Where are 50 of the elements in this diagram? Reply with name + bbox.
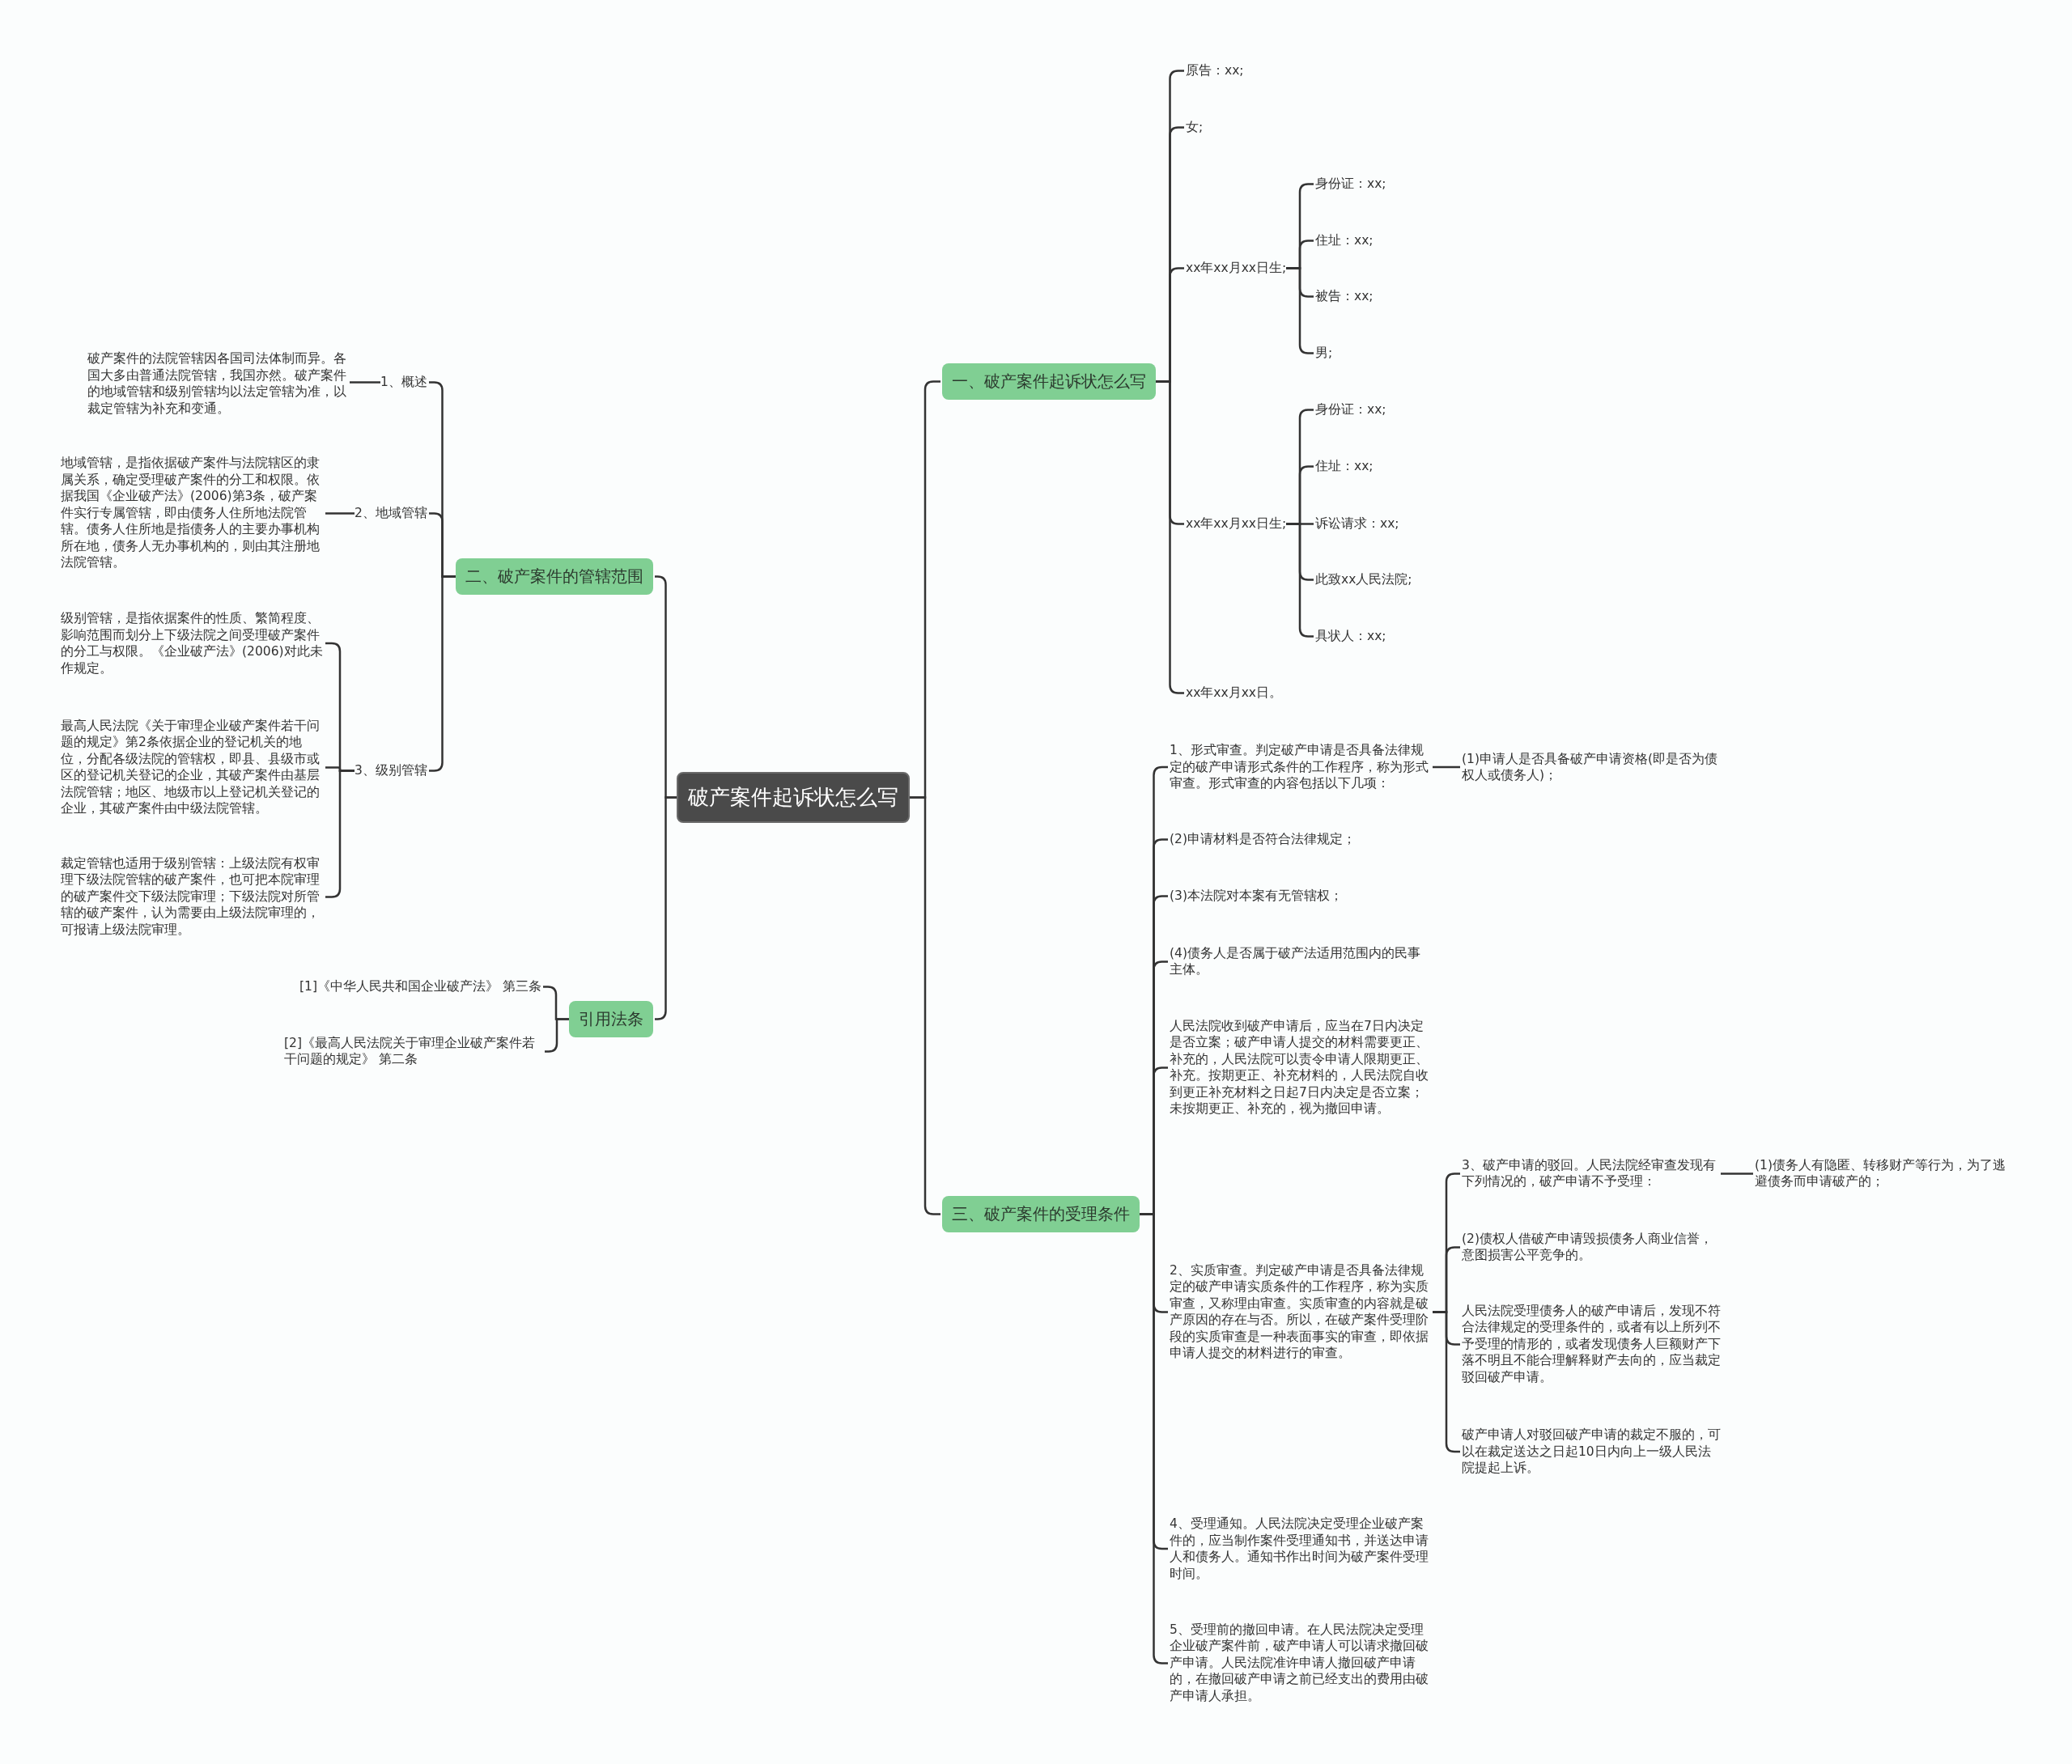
leaf-text: 2、实质审查。判定破产申请是否具备法律规定的破产申请实质条件的工作程序，称为实质审查，又称理由审查。实质审查的内容就是破产原因的存在与否。所以，在破产案件受理阶段的实质审查是一种表面事实的审查，即依据申请人提交的材料进行的审查。 [1170, 1262, 1433, 1362]
connector [1721, 1172, 1753, 1175]
leaf-text: 地域管辖，是指依据破产案件与法院辖区的隶属关系，确定受理破产案件的分工和权限。依据我国《企业破产法》(2006)第3条，破产案件实行专属管辖，即由债务人住所地法院管辖。债务人住所地是指债务人的主要办事机构所在地，债务人无办事机构的，则由其注册地法院管辖。 [61, 455, 324, 571]
leaf-text: 住址：xx; [1315, 457, 1374, 474]
leaf-text: 1、概述 [380, 373, 427, 390]
leaf-text: 诉讼请求：xx; [1315, 515, 1399, 532]
leaf-text: 破产申请人对驳回破产申请的裁定不服的，可以在裁定送达之日起10日内向上一级人民法院提起上诉。 [1462, 1427, 1721, 1477]
leaf-text: (4)债务人是否属于破产法适用范围内的民事主体。 [1170, 944, 1433, 978]
leaf-text: [1]《中华人民共和国企业破产法》 第三条 [299, 977, 541, 994]
leaf-text: (2)申请材料是否符合法律规定； [1170, 830, 1356, 847]
leaf-text: 此致xx人民法院; [1315, 570, 1412, 587]
leaf-text: xx年xx月xx日。 [1186, 684, 1283, 701]
leaf-text: 5、受理前的撤回申请。在人民法院决定受理企业破产案件前，破产申请人可以请求撤回破产申请。人民法院准许申请人撤回破产申请的，在撤回破产申请之前已经支出的费用由破产申请人承担。 [1170, 1621, 1433, 1704]
connector [350, 381, 380, 384]
connector [1156, 380, 1184, 694]
leaf-text: 3、级别管辖 [355, 761, 427, 778]
leaf-text: (3)本法院对本案有无管辖权； [1170, 887, 1343, 904]
branch-box: 一、破产案件起诉状怎么写 [942, 363, 1156, 400]
leaf-text: 男; [1315, 344, 1333, 361]
leaf-text: (1)申请人是否具备破产申请资格(即是否为债权人或债务人)； [1462, 750, 1721, 784]
connector [325, 512, 355, 515]
branch-box: 二、破产案件的管辖范围 [456, 558, 653, 595]
branch-box: 三、破产案件的受理条件 [942, 1195, 1140, 1232]
leaf-text: 最高人民法院《关于审理企业破产案件若干问题的规定》第2条依据企业的登记机关的地位，分配各级法院的管辖权，即县、县级市或区的登记机关登记的企业，其破产案件由基层法院管辖；地区、地级市以上登记机关登记的企业，其破产案件由中级法院管辖。 [61, 717, 324, 817]
connector [1433, 765, 1460, 769]
leaf-text: 4、受理通知。人民法院决定受理企业破产案件的，应当制作案件受理通知书，并送达申请人和债务人。通知书作出时间为破产案件受理时间。 [1170, 1516, 1433, 1582]
leaf-text: xx年xx月xx日生; [1186, 515, 1287, 532]
leaf-text: 身份证：xx; [1315, 175, 1386, 192]
leaf-text: 破产案件的法院管辖因各国司法体制而异。各国大多由普通法院管辖，我国亦然。破产案件的地域管辖和级别管辖均以法定管辖为准，以裁定管辖为补充和变通。 [87, 350, 348, 417]
leaf-text: 人民法院收到破产申请后，应当在7日内决定是否立案；破产申请人提交的材料需要更正、补充的，人民法院可以责令申请人限期更正、补充。按期更正、补充材料的，人民法院自收到更正补充材料之日起7日内决定是否立案；未按期更正、补充的，视为撤回申请。 [1170, 1017, 1433, 1117]
connector [545, 1018, 569, 1053]
leaf-text: 具状人：xx; [1315, 627, 1386, 644]
leaf-text: 住址：xx; [1315, 231, 1374, 248]
leaf-text: 女; [1186, 118, 1204, 135]
connector [910, 796, 940, 1215]
leaf-text: xx年xx月xx日生; [1186, 259, 1287, 276]
leaf-text: 级别管辖，是指依据案件的性质、繁简程度、影响范围而划分上下级法院之间受理破产案件的分工与权限。《企业破产法》(2006)对此未作规定。 [61, 610, 324, 676]
leaf-text: 3、破产申请的驳回。人民法院经审查发现有下列情况的，破产申请不予受理： [1462, 1156, 1721, 1190]
leaf-text: (1)债务人有隐匿、转移财产等行为，为了逃避债务而申请破产的； [1755, 1156, 2010, 1190]
leaf-text: 原告：xx; [1186, 61, 1244, 78]
leaf-text: [2]《最高人民法院关于审理企业破产案件若干问题的规定》 第二条 [284, 1034, 543, 1068]
leaf-text: (2)债权人借破产申请毁损债务人商业信誉，意图损害公平竞争的。 [1462, 1230, 1721, 1264]
topic-box: 破产案件起诉状怎么写 [677, 771, 910, 823]
branch-box: 引用法条 [569, 1000, 653, 1037]
leaf-text: 1、形式审查。判定破产申请是否具备法律规定的破产申请形式条件的工作程序，称为形式审查。形式审查的内容包括以下几项： [1170, 742, 1433, 792]
leaf-text: 被告：xx; [1315, 287, 1374, 304]
leaf-text: 2、地域管辖 [355, 504, 427, 521]
leaf-text: 裁定管辖也适用于级别管辖：上级法院有权审理下级法院管辖的破产案件，也可把本院审理的破产案件交下级法院审理；下级法院对所管辖的破产案件，认为需要由上级法院审理的，可报请上级法院审理。 [61, 854, 324, 938]
leaf-text: 身份证：xx; [1315, 401, 1386, 418]
leaf-text: 人民法院受理债务人的破产申请后，发现不符合法律规定的受理条件的，或者有以上所列不予受理的情形的，或者发现债务人巨额财产下落不明且不能合理解释财产去向的，应当裁定驳回破产申请。 [1462, 1302, 1721, 1385]
